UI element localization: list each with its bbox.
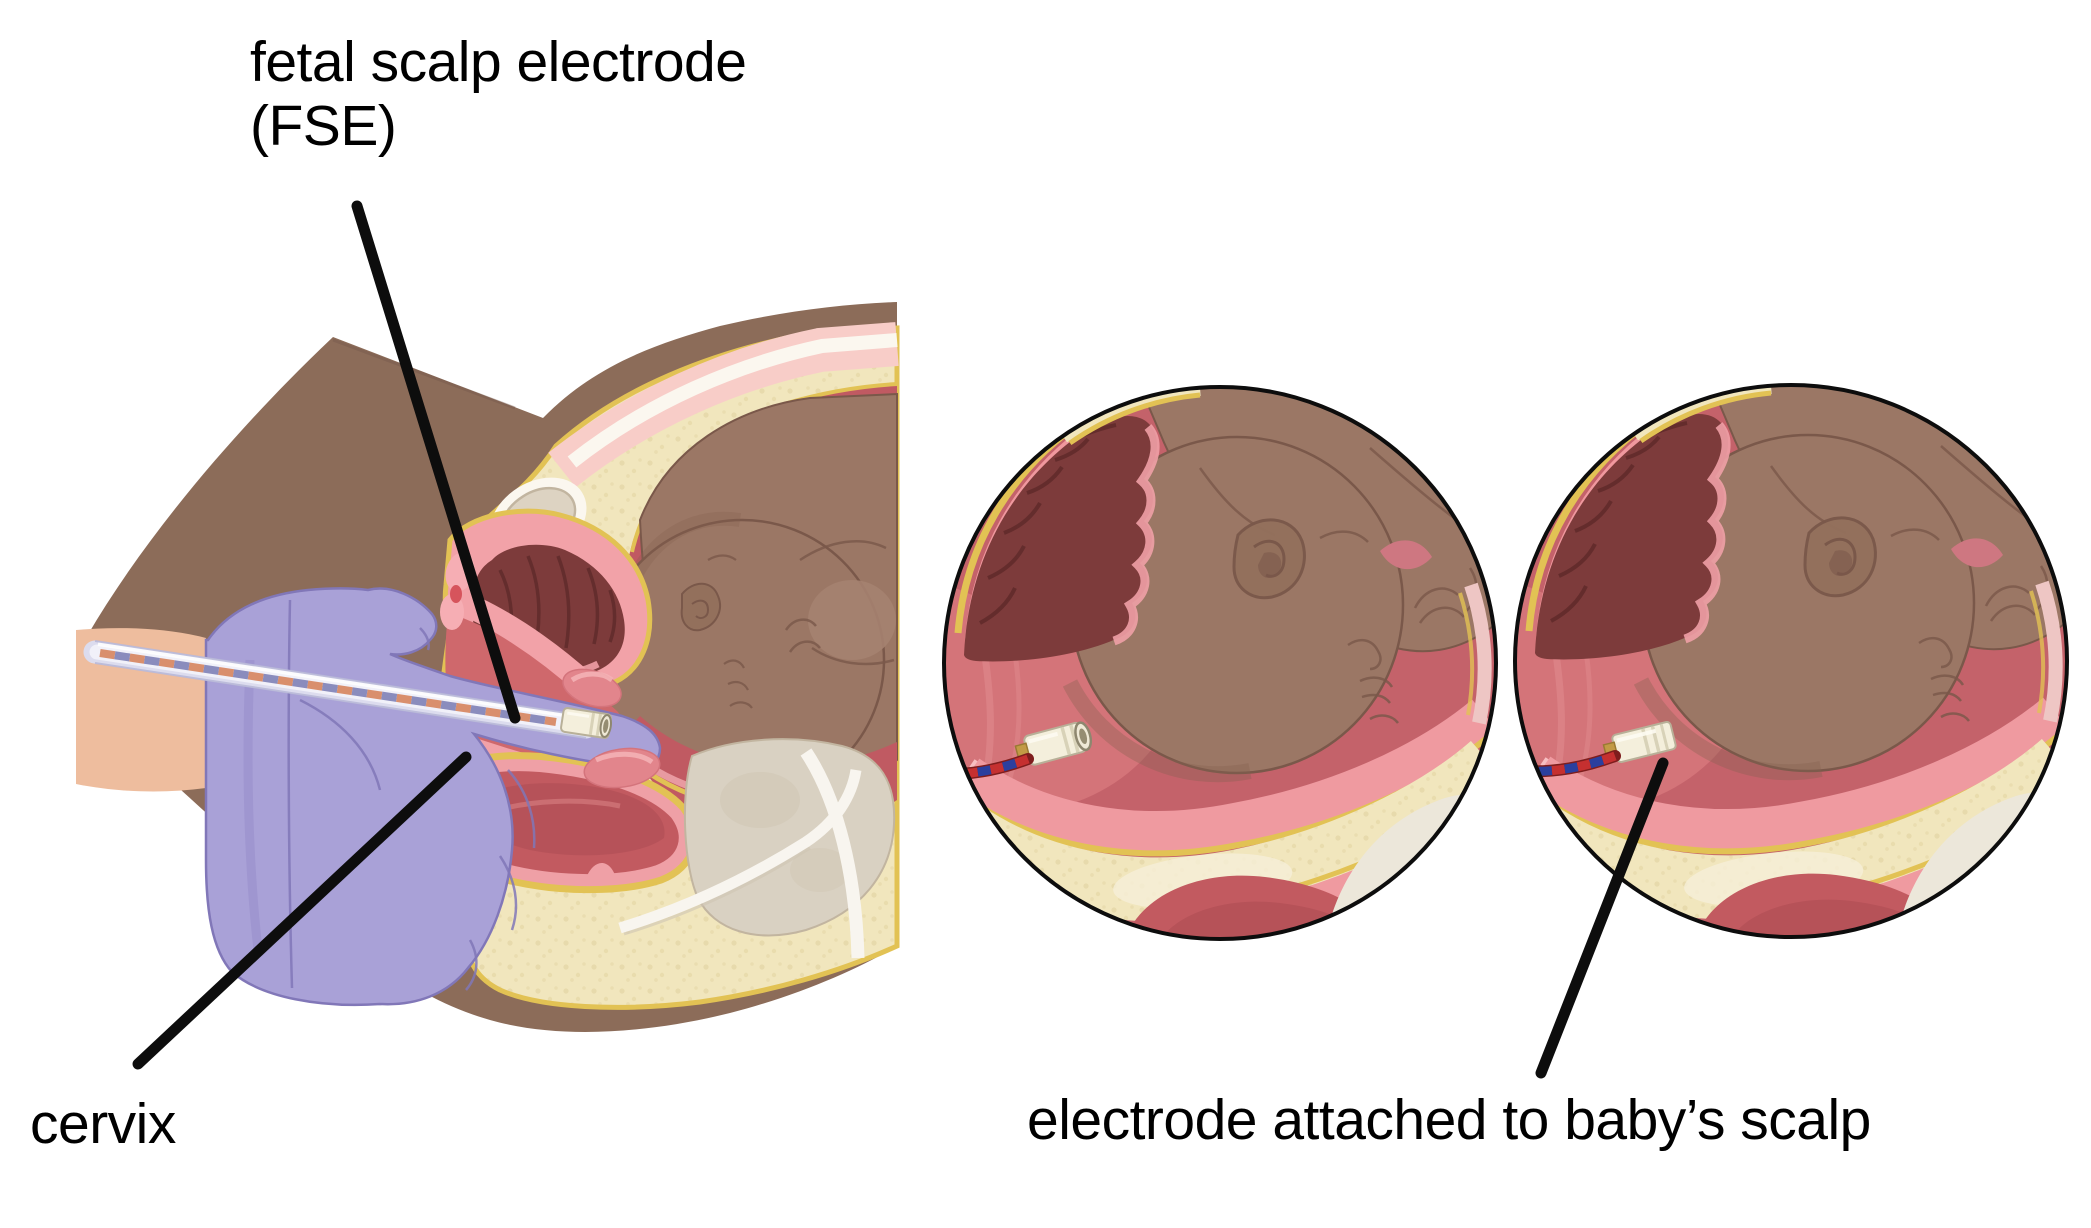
leader-line-fse xyxy=(351,200,521,724)
inset-right xyxy=(1513,383,2069,939)
sacrum-bone xyxy=(618,738,896,959)
main-view xyxy=(76,302,900,1032)
inset-left-rim xyxy=(942,385,1498,941)
leader-line-cervix xyxy=(132,751,472,1070)
label-fse: fetal scalp electrode (FSE) xyxy=(250,30,747,158)
leader-lines xyxy=(132,200,1669,1079)
electrode-near-scalp xyxy=(933,721,1093,774)
thigh-crease xyxy=(332,338,516,410)
fse-instrument xyxy=(83,640,612,739)
baby-face xyxy=(707,554,753,709)
cervix xyxy=(562,668,661,789)
glove-creases xyxy=(287,599,536,991)
baby-limb xyxy=(808,580,896,660)
inset-left xyxy=(933,385,1498,941)
label-cervix: cervix xyxy=(30,1092,176,1156)
electrode-on-scalp xyxy=(1520,721,1677,771)
baby-ear xyxy=(680,582,721,632)
inset-right-rim xyxy=(1513,383,2069,939)
fascia xyxy=(567,333,898,468)
label-electrode-attached: electrode attached to baby’s scalp xyxy=(1027,1088,1871,1152)
baby-main xyxy=(598,392,898,802)
instrument-tip-electrode xyxy=(560,707,612,739)
leader-line-electrode xyxy=(1535,757,1669,1079)
